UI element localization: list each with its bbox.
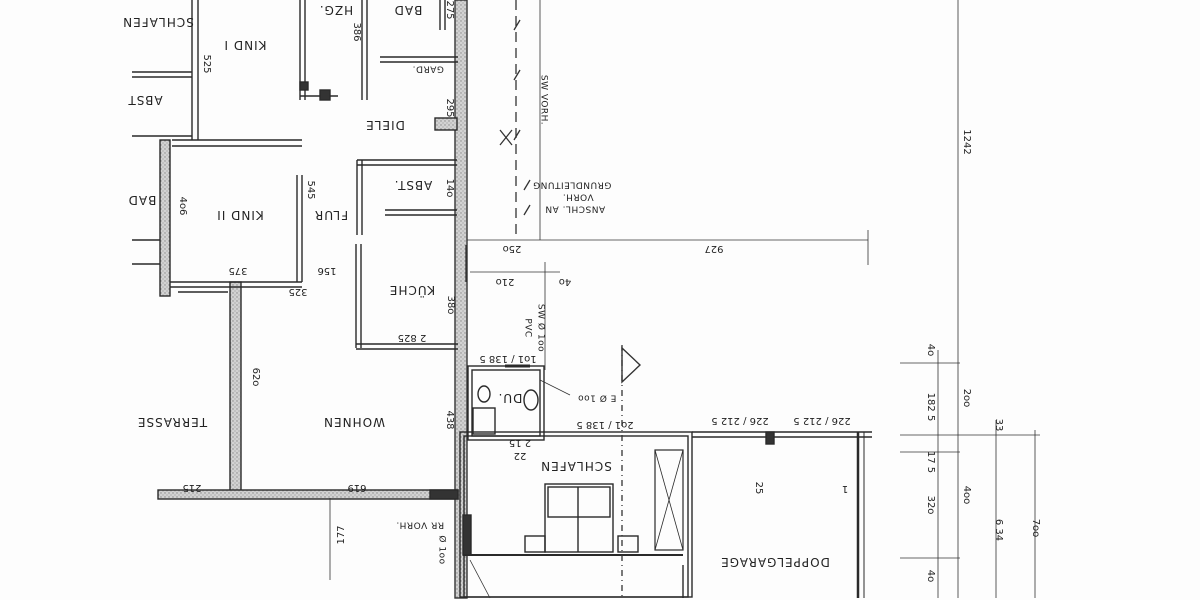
room-label-kind1: KIND I	[223, 38, 267, 52]
room-label-doppelgarage: DOPPELGARAGE	[720, 555, 830, 569]
room-label-hzg: HZG.	[318, 3, 354, 17]
dim-525: 525	[201, 54, 212, 74]
dim-619: 619	[347, 482, 367, 493]
room-label-abst-left: ABST	[127, 93, 163, 107]
room-label-wohnen: WOHNEN	[323, 415, 385, 429]
wall-east-main	[454, 0, 468, 599]
dim-2215: 2 15	[508, 437, 532, 448]
room-label-bad-left: BAD	[127, 193, 157, 207]
dim-700: 7oo	[1030, 518, 1041, 538]
dim-545: 545	[305, 180, 316, 200]
dim-1385a: 1o1 / 138 5	[479, 353, 537, 364]
dim-215: 215	[182, 482, 202, 493]
dim-325: 325	[288, 286, 308, 297]
dim-1: 1	[841, 483, 849, 494]
dim-140: 14o	[444, 178, 455, 198]
room-label-kind2: KIND II	[216, 208, 264, 222]
note-anschl-1: ANSCHL. AN	[544, 203, 606, 214]
room-label-bad-top: BAD	[393, 3, 423, 17]
room-label-gard: GARD.	[412, 63, 444, 74]
dim-156: 156	[317, 265, 337, 276]
dim-380: 38o	[445, 295, 456, 315]
dim-177: 177	[336, 525, 347, 545]
dim-22: 22	[513, 450, 527, 461]
note-rr-vorh: RR VORH.	[395, 519, 445, 530]
dim-1242: 1242	[961, 129, 972, 155]
dim-275: 275	[444, 0, 455, 20]
dim-406: 4o6	[177, 196, 188, 216]
section-arrow	[621, 346, 642, 384]
note-sw-vorh: SW VORH.	[538, 74, 549, 126]
note-sw-pvc-1: SW Ø 1oo	[535, 303, 546, 353]
room-label-abst-mid: ABST.	[393, 178, 433, 192]
room-label-kueche: KÜCHE	[388, 283, 436, 297]
room-label-schlafen-top: SCHLAFEN	[122, 15, 194, 29]
dim-400: 4oo	[961, 485, 972, 505]
dim-226b: 226 / 212 5	[793, 415, 851, 426]
dim-1825: 182 5	[925, 392, 936, 422]
dim-1385b: 2o1 / 138 5	[576, 419, 634, 430]
room-label-flur: FLUR	[313, 208, 349, 222]
dim-2825: 2 825	[397, 332, 427, 343]
room-label-schlafen-bottom: SCHLAFEN	[540, 459, 612, 473]
dim-210: 21o	[495, 276, 515, 287]
dim-295: 295	[444, 98, 455, 118]
note-d-phi: Ø 1oo	[436, 535, 447, 565]
dim-375: 375	[228, 265, 248, 276]
note-anschl-3: GRUNDLEITUNG	[532, 179, 612, 190]
dim-40a: 4o	[558, 276, 572, 287]
dim-927: 927	[704, 243, 724, 254]
room-label-diele: DIELE	[365, 118, 405, 132]
wall-wohnen-west	[229, 281, 242, 499]
dim-175: 17 5	[925, 450, 936, 474]
room-label-du: DU.	[497, 391, 523, 405]
dim-620: 62o	[250, 367, 261, 387]
note-sw-pvc-2: PVC	[522, 318, 533, 338]
dim-40c: 4o	[925, 569, 936, 583]
dim-200: 2oo	[961, 388, 972, 408]
wall-kind2-west	[159, 139, 171, 297]
dim-634: 6 34	[993, 518, 1004, 542]
room-label-terrasse: TERRASSE	[136, 415, 208, 429]
dim-40b: 4o	[925, 343, 936, 357]
dim-386: 386	[351, 22, 362, 42]
dim-438: 438	[444, 410, 455, 430]
note-e-phi: E Ø 1oo	[577, 392, 617, 403]
dim-33: 33	[993, 418, 1004, 432]
wall-wohnen-south	[157, 489, 459, 500]
wall-south-stub	[429, 489, 459, 500]
dim-226a: 226 / 212 5	[711, 415, 769, 426]
dim-320: 32o	[925, 495, 936, 515]
dim-25: 25	[753, 481, 764, 495]
dim-250: 25o	[502, 243, 522, 254]
note-anschl-2: VORH.	[562, 191, 594, 202]
